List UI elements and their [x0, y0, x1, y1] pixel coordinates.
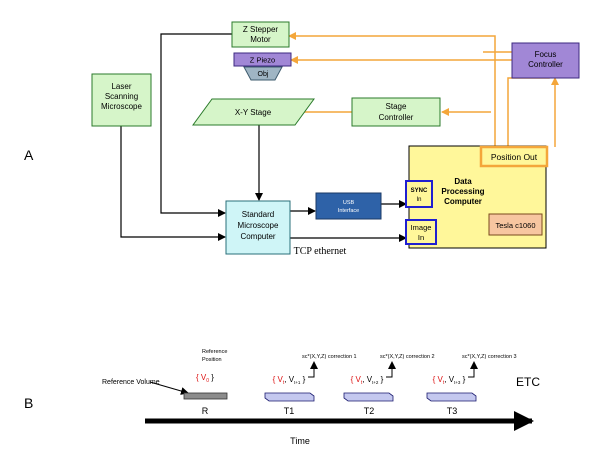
stage-controller-line1: Stage: [386, 102, 407, 111]
frame-r: R { V0 }: [183, 373, 228, 416]
dpc-line2: Processing: [441, 187, 484, 196]
reference-position-line1: Reference: [202, 349, 227, 355]
lsm-line2: Scanning: [105, 92, 138, 101]
position-out-box: Position Out: [479, 145, 549, 168]
usb-line1: USB: [343, 200, 355, 206]
focus-controller-line2: Controller: [528, 60, 563, 69]
panel-b-label: B: [24, 395, 33, 411]
tesla-label: Tesla c1060: [495, 221, 535, 230]
xy-stage-label: X-Y Stage: [235, 108, 272, 117]
focus-controller-box: Focus Controller: [511, 42, 580, 79]
obj-label: Obj: [258, 71, 269, 78]
usb-line2: Interface: [338, 208, 359, 214]
frame-t2-label: T2: [364, 406, 375, 416]
image-in-box: Image In: [405, 219, 437, 245]
frame-t3-vector: { Vt, Vt+3 }: [433, 375, 466, 386]
image-in-line1: Image: [411, 223, 432, 232]
frame-t1-label: T1: [284, 406, 295, 416]
frame-t1-correction: sc*(X,Y,Z) correction 1: [302, 354, 357, 360]
focus-controller-line1: Focus: [535, 50, 557, 59]
time-label: Time: [290, 436, 310, 446]
z-stepper-line2: Motor: [250, 35, 271, 44]
z-stepper-motor-box: Z Stepper Motor: [231, 21, 290, 48]
z-piezo-label: Z Piezo: [250, 56, 275, 65]
frame-r-vector: { V0 }: [196, 373, 214, 384]
dpc-line1: Data: [454, 177, 472, 186]
orange-feedback-lines: [288, 32, 559, 147]
tcp-ethernet-label: TCP ethernet: [294, 246, 347, 257]
frame-t3-correction: sc*(X,Y,Z) correction 3: [462, 354, 517, 360]
tesla-box: Tesla c1060: [488, 213, 543, 236]
smc-line3: Computer: [240, 232, 275, 241]
sync-in-line2: In: [416, 197, 421, 203]
frame-t2: T2 { Vt, Vt+2 } sc*(X,Y,Z) correction 2: [343, 354, 435, 416]
laser-scanning-microscope-box: Laser Scanning Microscope: [91, 73, 152, 127]
frame-t1: T1 { Vt, Vt+1 } sc*(X,Y,Z) correction 1: [264, 354, 357, 416]
usb-interface-box: USB Interface: [315, 192, 382, 220]
position-out-label: Position Out: [491, 152, 538, 162]
etc-label: ETC: [516, 375, 540, 389]
stage-controller-box: Stage Controller: [351, 97, 441, 127]
black-connection-lines: [117, 30, 407, 242]
reference-volume-label: Reference Volume: [102, 379, 160, 386]
stage-controller-line2: Controller: [379, 113, 414, 122]
smc-line1: Standard: [242, 210, 274, 219]
frame-t2-vector: { Vt, Vt+2 }: [351, 375, 384, 386]
reference-volume-pointer: [149, 381, 189, 395]
panel-a-label: A: [24, 147, 34, 163]
lsm-line3: Microscope: [101, 102, 142, 111]
frame-r-label: R: [202, 406, 209, 416]
reference-position-line2: Position: [202, 357, 222, 363]
objective-shape: Obj: [243, 66, 283, 81]
z-piezo-box: Z Piezo: [233, 52, 292, 67]
sync-in-box: SYNC In: [405, 180, 433, 208]
dpc-line3: Computer: [444, 197, 482, 206]
frame-t3-label: T3: [447, 406, 458, 416]
xy-stage-shape: X-Y Stage: [192, 98, 315, 126]
standard-microscope-computer-box: Standard Microscope Computer: [225, 200, 291, 255]
frame-t1-vector: { Vt, Vt+1 }: [273, 375, 306, 386]
frame-t3: T3 { Vt, Vt+3 } sc*(X,Y,Z) correction 3: [426, 354, 517, 416]
lsm-line1: Laser: [111, 82, 131, 91]
frame-t2-correction: sc*(X,Y,Z) correction 2: [380, 354, 435, 360]
smc-line2: Microscope: [238, 221, 279, 230]
z-stepper-line1: Z Stepper: [243, 25, 278, 34]
image-in-line2: In: [418, 233, 424, 242]
sync-in-line1: SYNC: [411, 188, 428, 194]
